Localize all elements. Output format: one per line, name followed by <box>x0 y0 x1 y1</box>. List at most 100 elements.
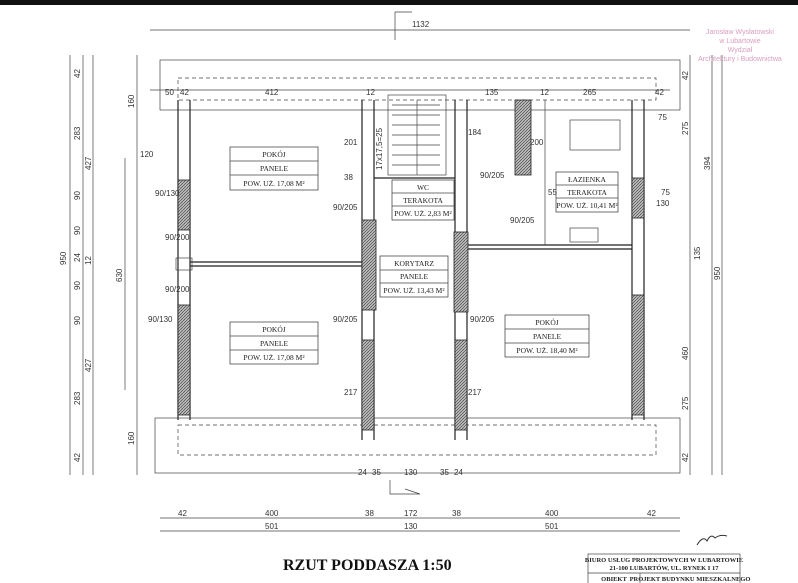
title-block-line: 21-100 LUBARTÓW, UL. RYNEK I 17 <box>610 564 720 572</box>
dim: 172 <box>404 509 418 518</box>
door-label: 90/205 <box>333 315 358 324</box>
room-name: ŁAZIENKA <box>568 175 606 184</box>
room-label-lazienka: ŁAZIENKA TERAKOTA POW. UŻ. 10,41 M² <box>555 171 619 213</box>
dim: 42 <box>655 88 664 97</box>
dim: 90 <box>73 316 82 325</box>
dim: 42 <box>178 509 187 518</box>
window-left <box>177 179 191 231</box>
bottom-door-dimensions: 24 35 130 35 24 <box>358 468 463 495</box>
wall-segment <box>361 339 375 431</box>
opening-labels: 90/130 90/200 90/200 90/130 90/205 90/20… <box>148 128 557 397</box>
dim: 217 <box>468 388 482 397</box>
dim: 275 <box>681 396 690 410</box>
room-floor: TERAKOTA <box>403 196 443 205</box>
room-area: POW. UŻ. 17,08 M² <box>243 179 305 188</box>
room-name: POKÓJ <box>262 149 285 159</box>
stairs: 17x17,5=25 <box>375 94 447 176</box>
chimney-left <box>175 257 193 271</box>
chimney <box>453 231 469 313</box>
stamp-line: w Lubartowie <box>718 38 760 45</box>
bottom-dimensions: 42 400 38 172 38 400 42 501 130 501 <box>160 509 680 532</box>
dim: 160 <box>127 94 136 108</box>
sink <box>569 227 599 243</box>
dim: 130 <box>656 199 670 208</box>
dim: 75 <box>661 188 670 197</box>
room-name: WC <box>417 183 429 192</box>
dim: 55 <box>548 188 557 197</box>
wall-segment <box>454 339 468 431</box>
room-area: POW. UŻ. 18,40 M² <box>516 346 578 355</box>
dim: 130 <box>404 468 418 477</box>
room-area: POW. UŻ. 13,43 M² <box>383 286 445 295</box>
dim: 630 <box>115 268 124 282</box>
dim: 12 <box>84 256 93 265</box>
dim: 501 <box>545 522 559 531</box>
dim: 38 <box>365 509 374 518</box>
window-label: 90/200 <box>165 285 190 294</box>
dim: 38 <box>344 173 353 182</box>
dim: 950 <box>713 266 722 280</box>
dim: 200 <box>530 138 544 147</box>
dim: 283 <box>73 391 82 405</box>
dim: 90 <box>73 226 82 235</box>
dim: 38 <box>452 509 461 518</box>
dim: 427 <box>84 156 93 170</box>
title-block: BIURO USŁUG PROJEKTOWYCH W LUBARTOWIE 21… <box>585 553 751 583</box>
dim: 501 <box>265 522 279 531</box>
dim: 950 <box>59 251 68 265</box>
room-area: POW. UŻ. 10,41 M² <box>556 201 618 210</box>
room-floor: TERAKOTA <box>567 188 607 197</box>
door-label: 90/205 <box>470 315 495 324</box>
room-name: POKÓJ <box>535 317 558 327</box>
window-label: 90/130 <box>155 189 180 198</box>
scan-border <box>0 0 798 5</box>
stamp-line: Architektury i Budownictwa <box>698 56 782 63</box>
dim: 90 <box>73 281 82 290</box>
dim: 12 <box>540 88 549 97</box>
title-block-cell: PROJEKT BUDYNKU MIESZKALNEGO <box>630 576 751 583</box>
room-label-wc: WC TERAKOTA POW. UŻ. 2,83 M² <box>391 179 455 221</box>
dim: 42 <box>73 69 82 78</box>
section-marker-bottom <box>389 480 421 495</box>
dim-top-total: 1132 <box>412 20 430 29</box>
top-dimensions: 1132 50 42 412 12 135 12 265 42 <box>150 20 690 97</box>
window-right <box>631 294 645 416</box>
dim: 130 <box>404 522 418 531</box>
door-label: 90/205 <box>480 171 505 180</box>
room-area: POW. UŻ. 2,83 M² <box>394 209 452 218</box>
dim: 400 <box>545 509 559 518</box>
dim: 42 <box>681 453 690 462</box>
stairs-label: 17x17,5=25 <box>375 127 384 170</box>
room-floor: PANELE <box>400 272 428 281</box>
chimney <box>514 99 532 176</box>
roof-eave-bottom <box>154 417 681 474</box>
dim: 42 <box>180 88 189 97</box>
dim: 90 <box>73 191 82 200</box>
room-label-pokoj-3: POKÓJ PANELE POW. UŻ. 18,40 M² <box>504 314 590 358</box>
window-label: 90/130 <box>148 315 173 324</box>
bathtub <box>569 119 621 151</box>
dim: 35 <box>372 468 381 477</box>
left-dimensions: 950 283 90 90 24 90 90 283 42 42 427 12 … <box>59 55 154 475</box>
dim: 184 <box>468 128 482 137</box>
signature <box>696 534 728 546</box>
room-label-korytarz: KORYTARZ PANELE POW. UŻ. 13,43 M² <box>379 255 449 298</box>
dim: 35 <box>440 468 449 477</box>
dim: 75 <box>658 113 667 122</box>
dim: 42 <box>681 71 690 80</box>
room-floor: PANELE <box>260 339 288 348</box>
drawing-title: RZUT PODDASZA 1:50 <box>283 557 452 574</box>
dim: 275 <box>681 121 690 135</box>
dim: 24 <box>454 468 463 477</box>
chimney <box>361 219 377 311</box>
dim: 265 <box>583 88 597 97</box>
stamp-line: Wydział <box>728 47 753 54</box>
dim: 135 <box>485 88 499 97</box>
dim: 50 <box>165 88 174 97</box>
dim: 120 <box>140 150 154 159</box>
title-block-line: BIURO USŁUG PROJEKTOWYCH W LUBARTOWIE <box>585 557 743 564</box>
dim: 42 <box>73 453 82 462</box>
dim: 135 <box>693 246 702 260</box>
section-marker <box>394 11 412 40</box>
